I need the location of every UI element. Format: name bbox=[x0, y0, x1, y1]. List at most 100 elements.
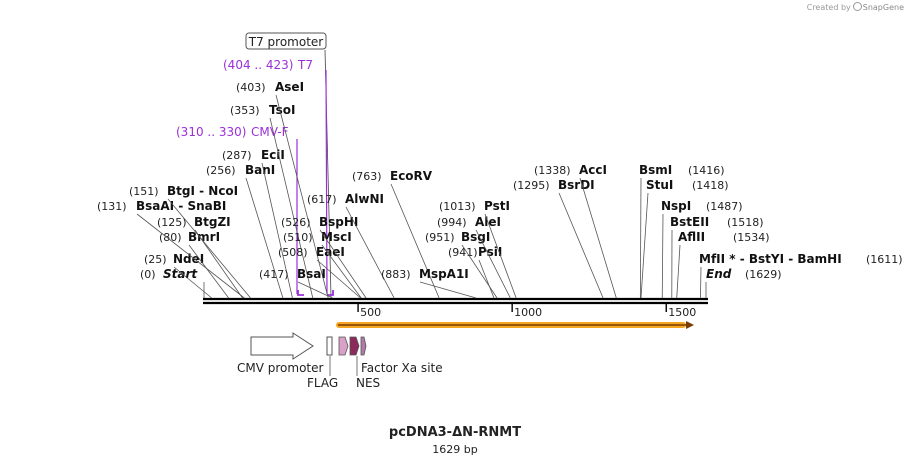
site-bmri: (80) BmrI bbox=[159, 230, 229, 299]
flag-label: FLAG bbox=[307, 376, 338, 390]
site-name: PsiI bbox=[478, 245, 502, 259]
site-bani: (256)BanI bbox=[206, 163, 284, 299]
site-position: (1487) bbox=[706, 200, 743, 213]
site-name: NspI bbox=[661, 199, 691, 213]
site-name: BstEII bbox=[670, 215, 709, 229]
nes-label: NES bbox=[356, 376, 380, 390]
site-position: (417) bbox=[259, 268, 289, 281]
site-name: AlwNI bbox=[345, 192, 384, 206]
site-name: StuI bbox=[646, 178, 673, 192]
site-nspi: (1487) NspI bbox=[661, 199, 743, 299]
site-leader bbox=[661, 213, 664, 299]
site-name: BtgI - NcoI bbox=[167, 184, 238, 198]
site-name: BsaAI - SnaBI bbox=[136, 199, 226, 213]
site-name: Start bbox=[163, 267, 198, 281]
site-name: BsaI bbox=[297, 267, 326, 281]
site-position: (1534) bbox=[733, 231, 770, 244]
site-position: (1518) bbox=[727, 216, 764, 229]
t7-arrow bbox=[327, 290, 334, 296]
site-btgi: (151) BtgI - NcoI bbox=[129, 184, 251, 299]
site-position: (1418) bbox=[692, 179, 729, 192]
site-leader bbox=[478, 259, 495, 299]
site-position: (131) bbox=[97, 200, 127, 213]
site-bsrdi: (1295)BsrDI bbox=[513, 178, 604, 299]
cmv-f-name: CMV-F bbox=[251, 125, 289, 139]
site-leader bbox=[316, 259, 361, 299]
site-name: BsmI bbox=[639, 163, 672, 177]
site-msci: (510) MscI bbox=[283, 230, 362, 299]
site-position: (1416) bbox=[688, 164, 725, 177]
site-mfii: (1611) MfII * - BstYI - BamHI bbox=[699, 252, 903, 299]
site-position: (617) bbox=[307, 193, 337, 206]
primer-cmv-f: (310 .. 330) CMV-F bbox=[176, 125, 304, 296]
site-leader bbox=[390, 183, 440, 299]
site-position: (508) bbox=[278, 246, 308, 259]
t7-position: (404 .. 423) bbox=[223, 58, 293, 72]
flag-feature bbox=[338, 336, 349, 356]
nes-feature bbox=[349, 336, 360, 356]
site-bsgi: (951)BsgI bbox=[425, 230, 498, 299]
t7-promoter-label: T7 promoter bbox=[248, 35, 324, 49]
site-leader bbox=[136, 213, 245, 299]
site-position: (1013) bbox=[439, 200, 476, 213]
site-position: (1611) bbox=[866, 253, 903, 266]
site-position: (151) bbox=[129, 185, 159, 198]
credit-brand: SnapGene bbox=[862, 3, 904, 12]
site-leader bbox=[269, 117, 314, 299]
site-name: BtgZI bbox=[194, 215, 231, 229]
site-position: (0) bbox=[140, 268, 156, 281]
factor-xa-feature bbox=[360, 336, 367, 356]
site-leader bbox=[558, 192, 604, 299]
site-position: (80) bbox=[159, 231, 182, 244]
site-name: BanI bbox=[245, 163, 275, 177]
site-position: (526) bbox=[281, 216, 311, 229]
site-name: MscI bbox=[321, 230, 352, 244]
scale-tick-label-1500: 1500 bbox=[668, 306, 696, 319]
site-name: MfII * - BstYI - BamHI bbox=[699, 252, 842, 266]
site-asei: (403)AseI bbox=[236, 80, 329, 299]
cmv-promoter-arrow bbox=[250, 332, 314, 360]
t7-promoter-box bbox=[245, 32, 327, 50]
scale-tick-label-1000: 1000 bbox=[514, 306, 542, 319]
site-position: (941) bbox=[448, 246, 478, 259]
cmv-promoter-label: CMV promoter bbox=[237, 361, 324, 375]
credit-prefix: Created by bbox=[806, 3, 851, 12]
site-tsoi: (353)TsoI bbox=[230, 103, 314, 299]
site-leader bbox=[700, 266, 702, 299]
site-leader bbox=[261, 162, 293, 299]
site-leader bbox=[167, 198, 251, 299]
site-leader bbox=[419, 281, 477, 299]
t7-promoter-marker bbox=[326, 336, 333, 356]
primer-t7: (404 .. 423) T7 bbox=[223, 58, 334, 296]
site-ecorv: (763)EcoRV bbox=[352, 169, 440, 299]
site-leader bbox=[188, 244, 229, 299]
site-position: (1338) bbox=[534, 164, 571, 177]
t7-leader bbox=[325, 69, 328, 295]
site-name: EciI bbox=[261, 148, 285, 162]
site-btgzi: (125)BtgZI bbox=[157, 215, 243, 299]
site-leader bbox=[345, 206, 395, 299]
site-bsteii: (1518) BstEII bbox=[670, 215, 764, 299]
site-leader bbox=[639, 177, 642, 299]
site-name: AccI bbox=[579, 163, 607, 177]
site-name: AflII bbox=[678, 230, 705, 244]
cmv-f-position: (310 .. 330) bbox=[176, 125, 246, 139]
restriction-sites: (0)Start(25)NdeI(80)BmrI(125)BtgZI(131)B… bbox=[97, 80, 903, 299]
site-leader bbox=[321, 244, 362, 299]
orf-arrow bbox=[336, 321, 694, 329]
site-position: (510) bbox=[283, 231, 313, 244]
site-position: (994) bbox=[437, 216, 467, 229]
site-position: (353) bbox=[230, 104, 260, 117]
plasmid-name: pcDNA3-ΔN-RNMT bbox=[388, 425, 522, 440]
site-position: (403) bbox=[236, 81, 266, 94]
site-position: (763) bbox=[352, 170, 382, 183]
site-mspa1i: (883)MspA1I bbox=[381, 267, 477, 299]
site-acci: (1338) AccI bbox=[534, 163, 617, 299]
site-bsmi: (1416) BsmI bbox=[639, 163, 725, 299]
site-bsai: (417) BsaI bbox=[259, 267, 333, 299]
site-position: (1629) bbox=[745, 268, 782, 281]
site-leader bbox=[484, 213, 517, 299]
site-name: BmrI bbox=[188, 230, 220, 244]
